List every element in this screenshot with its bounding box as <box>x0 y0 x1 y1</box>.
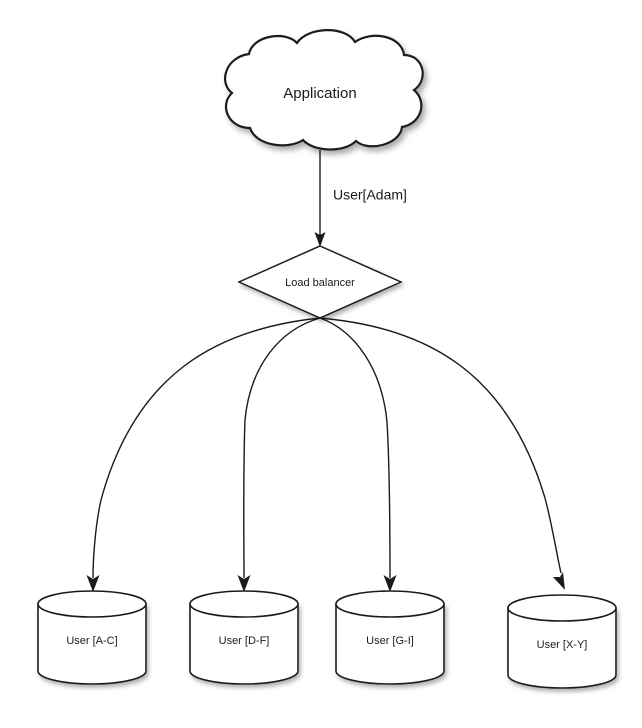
node-database-x-y[interactable]: User [X-Y] <box>507 594 617 689</box>
node-database-g-i[interactable]: User [G-I] <box>335 590 445 685</box>
arrow-head-app-lb <box>314 232 326 247</box>
database-label-d-f: User [D-F] <box>219 635 270 647</box>
arrow-head-db-g-i <box>383 575 397 592</box>
load-balancer-label: Load balancer <box>285 277 355 289</box>
node-application-cloud[interactable]: Application <box>223 29 424 151</box>
cylinder-top-g-i <box>335 590 445 618</box>
cloud-label: Application <box>283 85 356 102</box>
database-label-x-y: User [X-Y] <box>537 639 588 651</box>
cloud-shape <box>223 29 424 151</box>
edge-curve-lb-db-d-f <box>243 317 321 579</box>
edge-curve-lb-db-a-c <box>92 317 321 579</box>
edge-lb-to-db-x-y <box>319 317 565 590</box>
arrow-head-db-d-f <box>237 575 251 592</box>
cylinder-top-a-c <box>37 590 147 618</box>
arrow-head-db-a-c <box>86 575 100 592</box>
arrow-head-db-x-y <box>553 572 565 590</box>
edge-label-user-adam: User[Adam] <box>333 187 407 203</box>
database-label-g-i: User [G-I] <box>366 635 414 647</box>
edge-lb-to-db-a-c <box>86 317 321 592</box>
cylinder-body-d-f <box>189 603 299 685</box>
node-database-a-c[interactable]: User [A-C] <box>37 590 147 685</box>
edge-lb-to-db-d-f <box>237 317 321 592</box>
cylinder-body-x-y <box>507 607 617 689</box>
node-database-d-f[interactable]: User [D-F] <box>189 590 299 685</box>
cylinder-top-d-f <box>189 590 299 618</box>
edge-curve-lb-db-g-i <box>319 317 391 579</box>
edge-lb-to-db-g-i <box>319 317 397 592</box>
edge-curve-lb-db-x-y <box>319 317 562 574</box>
node-load-balancer[interactable]: Load balancer <box>237 245 403 319</box>
cylinder-body-a-c <box>37 603 147 685</box>
cylinder-top-x-y <box>507 594 617 622</box>
edge-application-to-load-balancer: User[Adam] <box>314 150 407 247</box>
cylinder-body-g-i <box>335 603 445 685</box>
database-label-a-c: User [A-C] <box>66 635 117 647</box>
